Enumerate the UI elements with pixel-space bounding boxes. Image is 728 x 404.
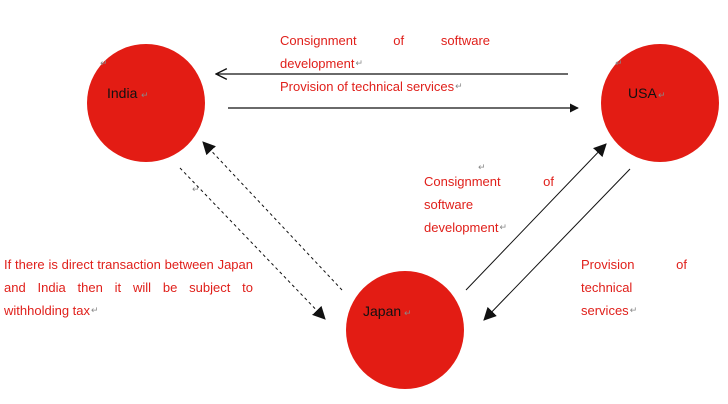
node-india-label: India	[107, 85, 138, 101]
node-japan	[346, 271, 464, 389]
paragraph-mark-india-top: ↵	[100, 59, 108, 69]
annotation-right: Provision of technical services↵	[581, 253, 687, 322]
node-india-label-mark: ↵	[141, 91, 149, 101]
annotation-right-text: Provision of technical services	[581, 257, 687, 318]
node-usa	[601, 44, 719, 162]
annotation-top-line-1-text: Consignment of software development	[280, 33, 490, 71]
annotation-top-line-1: Consignment of software development↵	[280, 29, 490, 75]
paragraph-mark-usa-top: ↵	[615, 59, 623, 69]
arrow-usa-to-japan	[483, 168, 631, 321]
annotation-middle-mark: ↵	[499, 222, 507, 232]
annotation-middle-text: Consignment of software development	[424, 174, 554, 235]
annotation-left-text: If there is direct transaction between J…	[4, 257, 253, 318]
annotation-top-line-2-mark: ↵	[455, 81, 463, 91]
annotation-middle: Consignment of software development↵	[424, 170, 554, 239]
annotation-left-mark: ↵	[91, 305, 99, 315]
node-india	[87, 44, 205, 162]
paragraph-mark-middle: ↵	[478, 163, 486, 173]
annotation-top-line-2-text: Provision of technical services	[280, 79, 455, 94]
arrow-japan-to-usa	[465, 143, 607, 291]
node-japan-label-mark: ↵	[404, 309, 412, 319]
annotation-right-mark: ↵	[629, 305, 638, 315]
paragraph-mark-dashed: ↵	[192, 185, 200, 195]
annotation-top-line-1-mark: ↵	[355, 58, 363, 68]
annotation-top: Consignment of software development↵ Pro…	[280, 29, 490, 98]
arrow-japan-to-india	[202, 141, 343, 291]
node-usa-label: USA	[628, 85, 657, 101]
annotation-left: If there is direct transaction between J…	[4, 253, 253, 322]
node-usa-label-mark: ↵	[658, 91, 666, 101]
arrow-india-to-japan	[179, 167, 326, 320]
node-japan-label: Japan	[363, 303, 401, 319]
annotation-top-line-2: Provision of technical services↵	[280, 75, 490, 98]
